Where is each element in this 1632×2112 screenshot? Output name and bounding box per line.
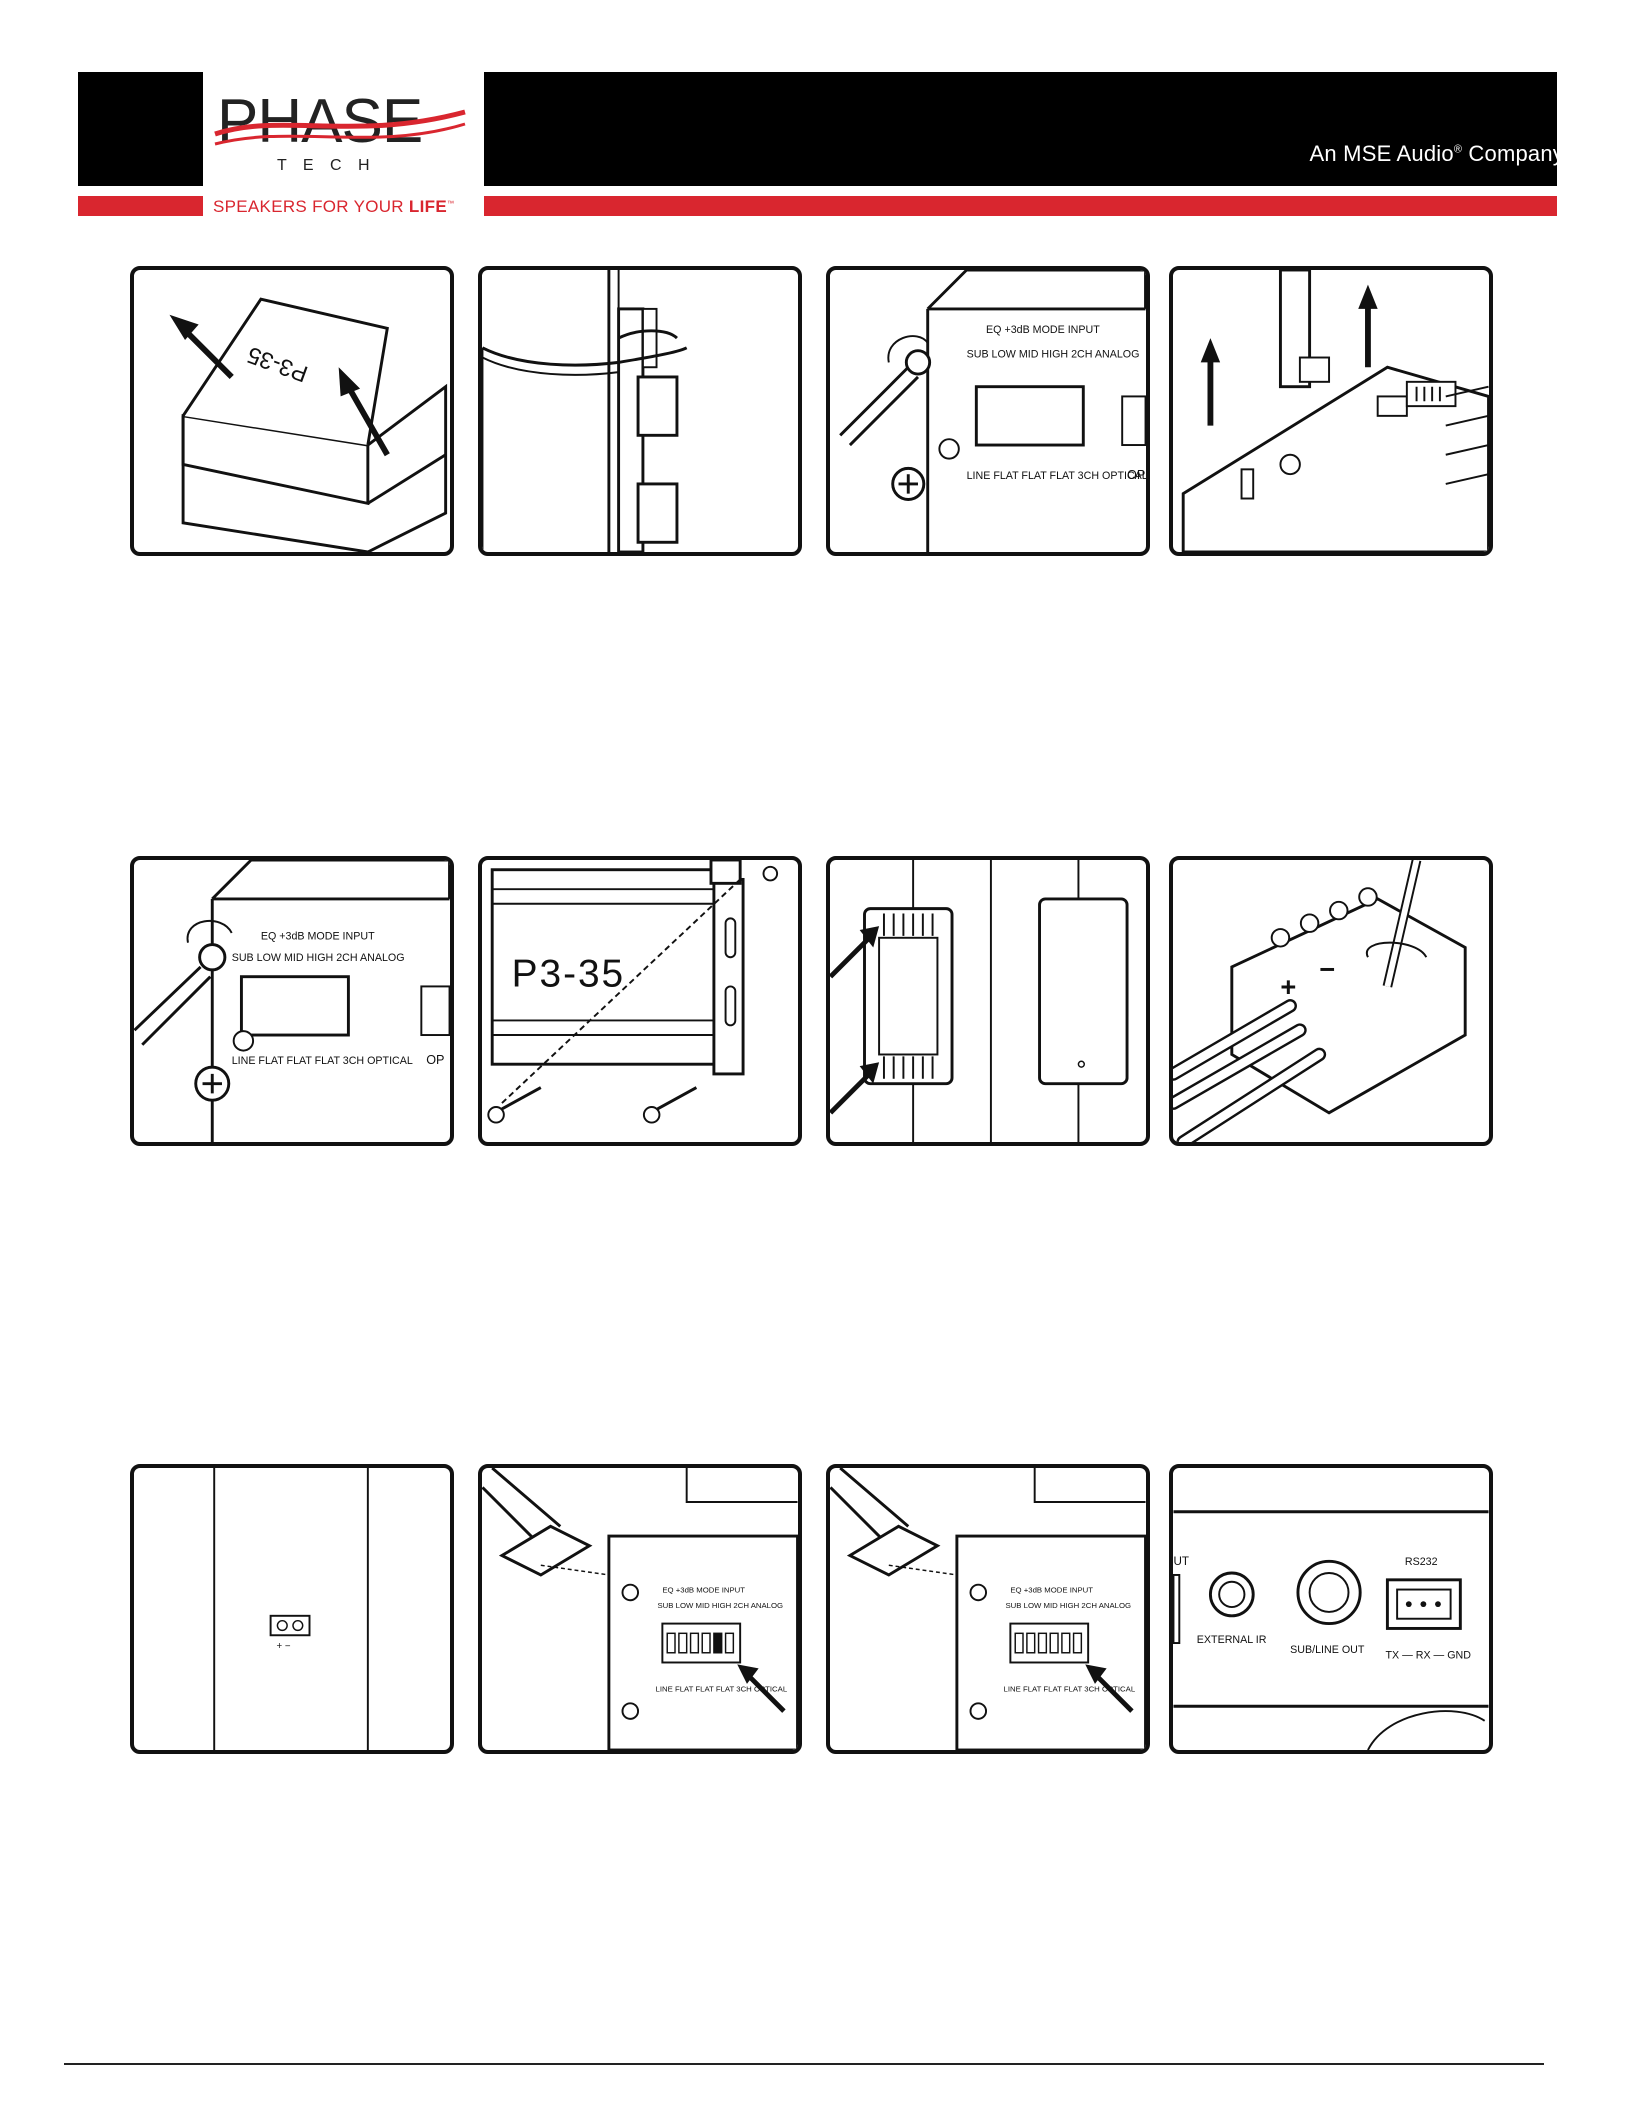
header-black-bar [484,72,1557,186]
header-slogan: SPEAKERS FOR YOUR LIFE™ [213,197,454,217]
rs232-label: RS232 [1405,1556,1438,1568]
external-ir-label: EXTERNAL IR [1197,1634,1267,1646]
step-panel-rear-ports: UT EXTERNAL IR SUB/LINE OUT RS232 TX — R… [1169,1464,1493,1754]
step-panel-speaker-terminal: + − [1169,856,1493,1146]
eq-header: EQ +3dB MODE INPUT [662,1585,745,1594]
top-switch-labels: SUB LOW MID HIGH 2CH ANALOG [658,1601,784,1610]
logo-subtitle: T E C H [277,157,376,174]
header-tagline: An MSE Audio® Company [1310,141,1564,167]
top-switch-labels: SUB LOW MID HIGH 2CH ANALOG [1006,1601,1132,1610]
slogan-bold: LIFE [408,197,447,216]
bottom-switch-labels: LINE FLAT FLAT FLAT 3CH OPTICAL [232,1055,413,1067]
header-red-stripe-left [78,196,203,216]
registered-mark: ® [1453,143,1463,156]
eq-header: EQ +3dB MODE INPUT [261,931,375,943]
bottom-switch-labels: LINE FLAT FLAT FLAT 3CH OPTICAL [656,1685,788,1694]
step-panel-wall-mount: P3-35 [478,856,802,1146]
step-panel-unbox: P3-35 [130,266,454,556]
top-switch-labels: SUB LOW MID HIGH 2CH ANALOG [232,952,405,964]
top-switch-labels: SUB LOW MID HIGH 2CH ANALOG [967,349,1140,361]
step-panel-amp-screw-top: EQ +3dB MODE INPUT SUB LOW MID HIGH 2CH … [826,266,1150,556]
sub-line-out-label: SUB/LINE OUT [1290,1644,1365,1656]
tagline-suffix: Company [1462,141,1564,166]
polarity-label: + − [276,1641,290,1652]
step-panel-rail [478,266,802,556]
eq-header: EQ +3dB MODE INPUT [1010,1585,1093,1594]
bottom-switch-labels: LINE FLAT FLAT FLAT 3CH OPTICAL [1004,1685,1136,1694]
step-panel-dip-switch-a: EQ +3dB MODE INPUT SUB LOW MID HIGH 2CH … [478,1464,802,1754]
step-panel-dip-switch-b: EQ +3dB MODE INPUT SUB LOW MID HIGH 2CH … [826,1464,1150,1754]
step-panel-power-supply [826,856,1150,1146]
optical-cut-label: OP [1127,468,1145,482]
cut-label: UT [1173,1555,1189,1568]
step-panel-ir-polarity: + − [130,1464,454,1754]
step-panel-amp-screw-mount: EQ +3dB MODE INPUT SUB LOW MID HIGH 2CH … [130,856,454,1146]
slogan-prefix: SPEAKERS FOR YOUR [213,197,409,216]
terminal-minus-label: − [1319,954,1335,985]
eq-header: EQ +3dB MODE INPUT [986,324,1100,336]
amp-model-label: P3-35 [512,952,625,995]
terminal-plus-label: + [1280,971,1296,1002]
tagline-prefix: An MSE Audio [1309,141,1454,166]
header-black-block-left [78,72,203,186]
trademark-mark: ™ [446,200,455,208]
step-panel-lid-removal [1169,266,1493,556]
optical-cut-label: OP [426,1053,444,1067]
logo-wordmark: PHASE [217,87,422,156]
footer-rule [64,2063,1544,2065]
header-red-stripe-right [484,196,1557,216]
phase-tech-logo: PHASE T E C H [203,72,479,186]
bottom-switch-labels: LINE FLAT FLAT FLAT 3CH OPTICAL [967,470,1146,482]
rs232-pins-label: TX — RX — GND [1385,1650,1471,1662]
